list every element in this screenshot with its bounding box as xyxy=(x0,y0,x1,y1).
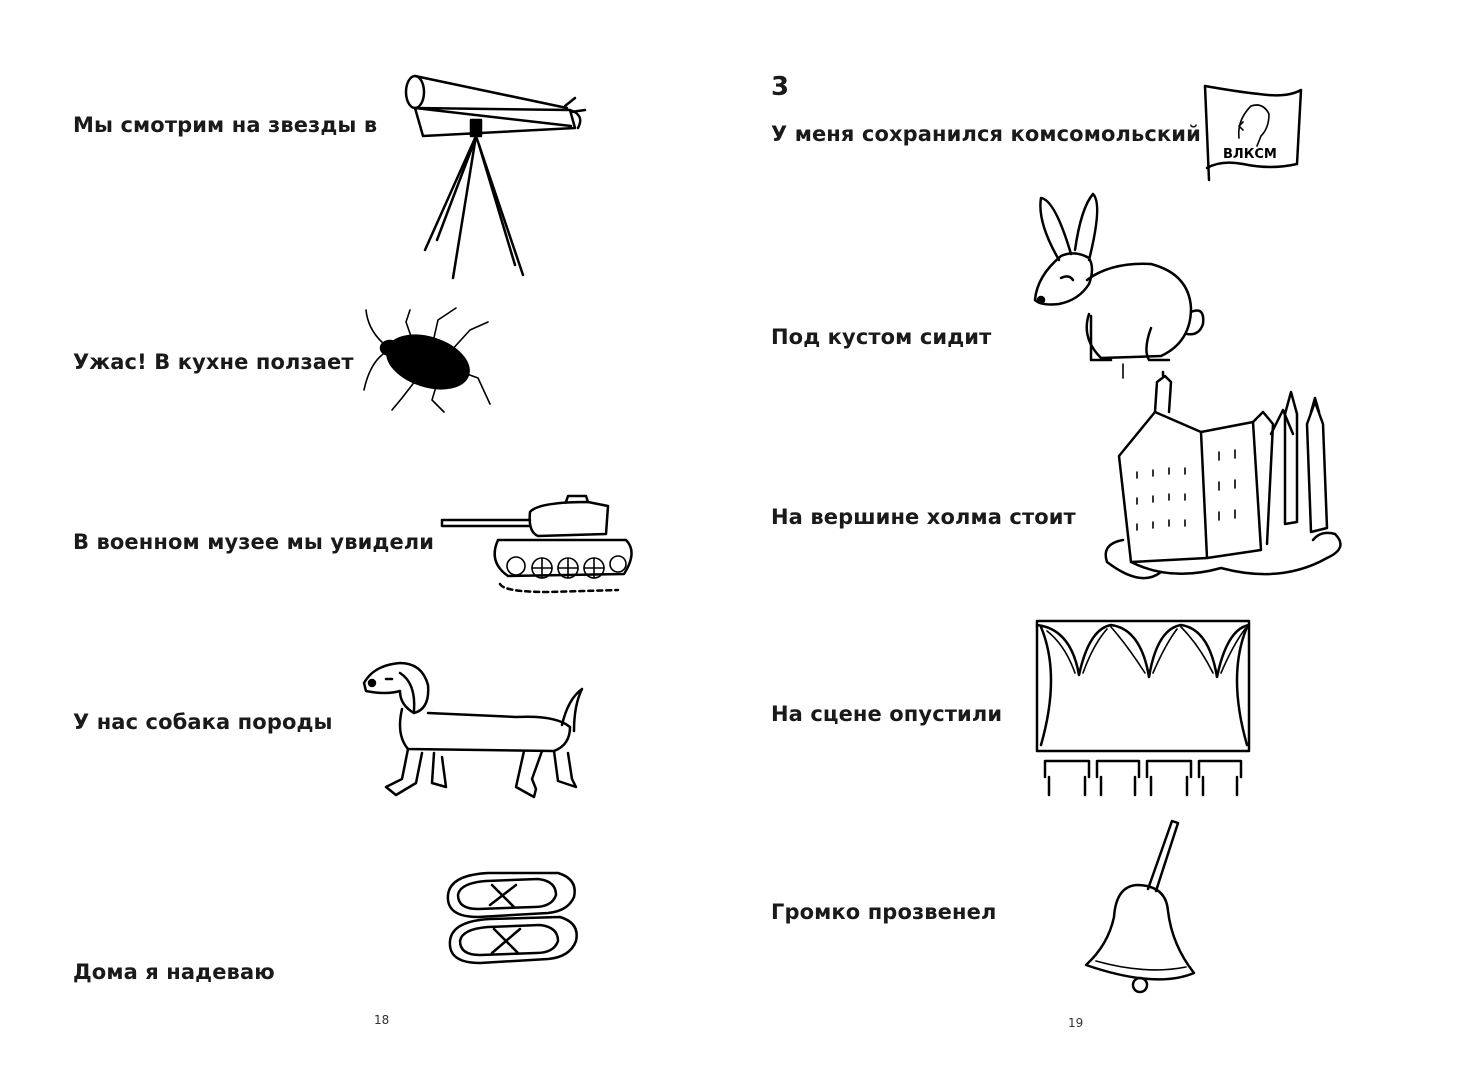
komsomol-badge-icon: ВЛКСМ xyxy=(1199,80,1309,190)
cockroach-icon xyxy=(358,300,498,415)
sentence-1: Мы смотрим на звезды в xyxy=(73,113,378,137)
sentence-6: У меня сохранился комсомольский xyxy=(771,122,1201,146)
sentence-2: Ужас! В кухне ползает xyxy=(73,350,354,374)
telescope-icon xyxy=(395,70,605,285)
sentence-5: Дома я надеваю xyxy=(73,960,275,984)
sentence-9: На сцене опустили xyxy=(771,702,1003,726)
stage-curtain-icon xyxy=(1031,615,1256,805)
rabbit-icon xyxy=(1031,188,1211,380)
section-number: 3 xyxy=(771,72,790,102)
left-page: Мы смотрим на звезды в Ужас! В кухне пол… xyxy=(73,70,648,1027)
sentence-3: В военном музее мы увидели xyxy=(73,530,435,554)
right-page: 3 У меня сохранился комсомольский ВЛКСМ … xyxy=(731,0,1462,1080)
tank-icon xyxy=(438,492,648,597)
dachshund-icon xyxy=(356,655,596,807)
slippers-icon xyxy=(438,865,583,975)
sentence-10: Громко прозвенел xyxy=(771,900,997,924)
page-number-right: 19 xyxy=(1068,1016,1084,1030)
bell-icon xyxy=(1076,815,1201,995)
page-number-left: 18 xyxy=(374,1013,390,1027)
sentence-4: У нас собака породы xyxy=(73,710,333,734)
badge-text: ВЛКСМ xyxy=(1223,147,1277,162)
sentence-7: Под кустом сидит xyxy=(771,325,992,349)
castle-icon xyxy=(1101,370,1346,592)
sentence-8: На вершине холма стоит xyxy=(771,505,1076,529)
